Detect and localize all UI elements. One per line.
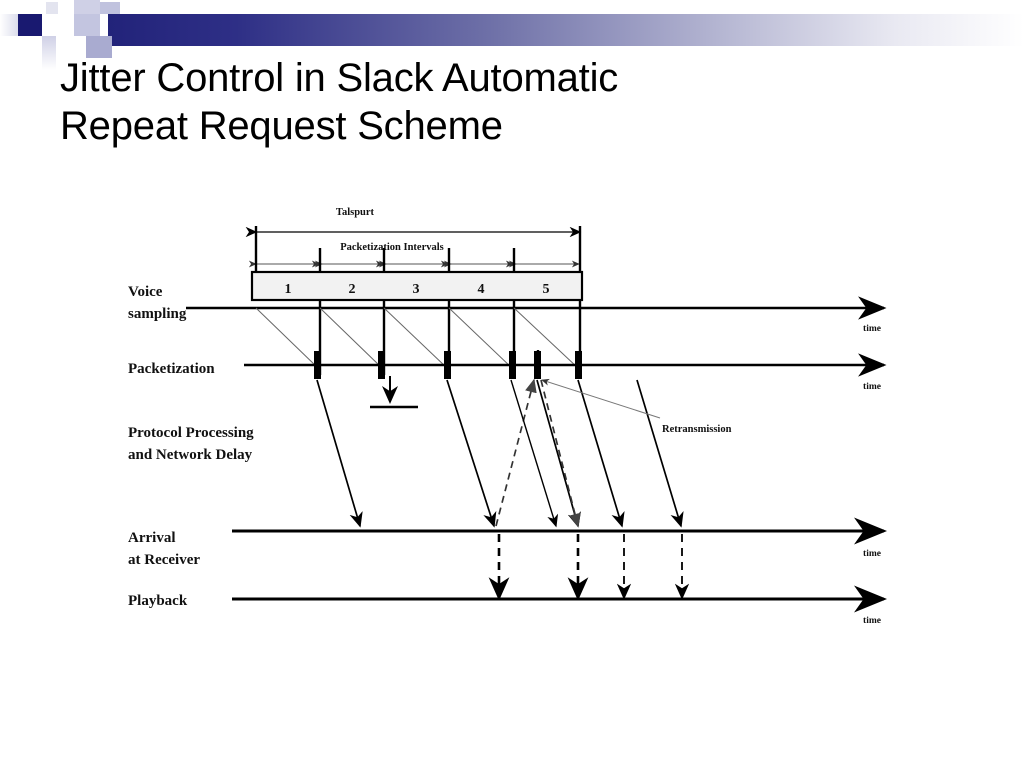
banner-square-lilac-bottom [86,36,112,58]
banner-square-fade-left [0,14,18,36]
axis-label-protocol-delay-line1: Protocol Processing [128,425,254,441]
transmission-arrows [316,379,684,528]
banner-gradient-bar [108,14,1024,46]
axis-label-packetization: Packetization [128,361,215,377]
time-label-voice-sampling: time [863,324,881,334]
page-title: Jitter Control in Slack Automatic Repeat… [60,54,960,150]
banner-square-fade-down [42,36,56,70]
retransmission-arrows [495,378,581,528]
voice-sampling-block-2: 2 [349,282,356,297]
voice-sampling-block-strip [250,270,584,302]
page-title-line-1: Jitter Control in Slack Automatic [60,56,619,100]
axis-label-protocol-delay-line2: and Network Delay [128,447,253,463]
voice-sampling-block-4: 4 [478,282,485,297]
axis-label-voice-sampling-line1: Voice [128,284,163,300]
timing-diagram: Talspurt Packetization Intervals Voice s… [0,190,1024,768]
packetization-intervals-label: Packetization Intervals [340,242,444,253]
banner-square-white-mid [46,14,70,36]
axis-label-arrival-line1: Arrival [128,530,175,546]
axis-label-playback: Playback [128,593,188,609]
header-banner [0,0,1024,70]
banner-square-lilac-mid [74,14,100,36]
retransmission-label: Retransmission [662,424,732,435]
voice-sampling-block-5: 5 [543,282,550,297]
voice-sampling-block-1: 1 [285,282,292,297]
voice-sampling-block-3: 3 [413,282,420,297]
late-transmission-arrows [510,379,559,528]
retransmission-leader-line [541,378,661,419]
banner-square-lilac-topright [100,2,120,14]
time-label-arrival: time [863,549,881,559]
packetization-tick-marks [314,351,582,379]
playout-buffer-arrows [488,534,690,601]
banner-square-white-gap [58,2,74,14]
packet-duration-marker [370,376,418,409]
time-label-playback: time [863,616,881,626]
time-label-packetization: time [863,382,881,392]
talspurt-label: Talspurt [336,207,375,218]
banner-square-lilac-top [74,0,100,14]
voice-sampling-blocks: 1 2 3 4 5 [285,282,550,297]
page-title-line-2: Repeat Request Scheme [60,104,503,148]
axis-label-voice-sampling-line2: sampling [128,306,187,322]
axis-label-arrival-line2: at Receiver [128,552,200,568]
sampling-to-packetization-lines [255,307,579,369]
banner-square-navy [18,14,42,36]
